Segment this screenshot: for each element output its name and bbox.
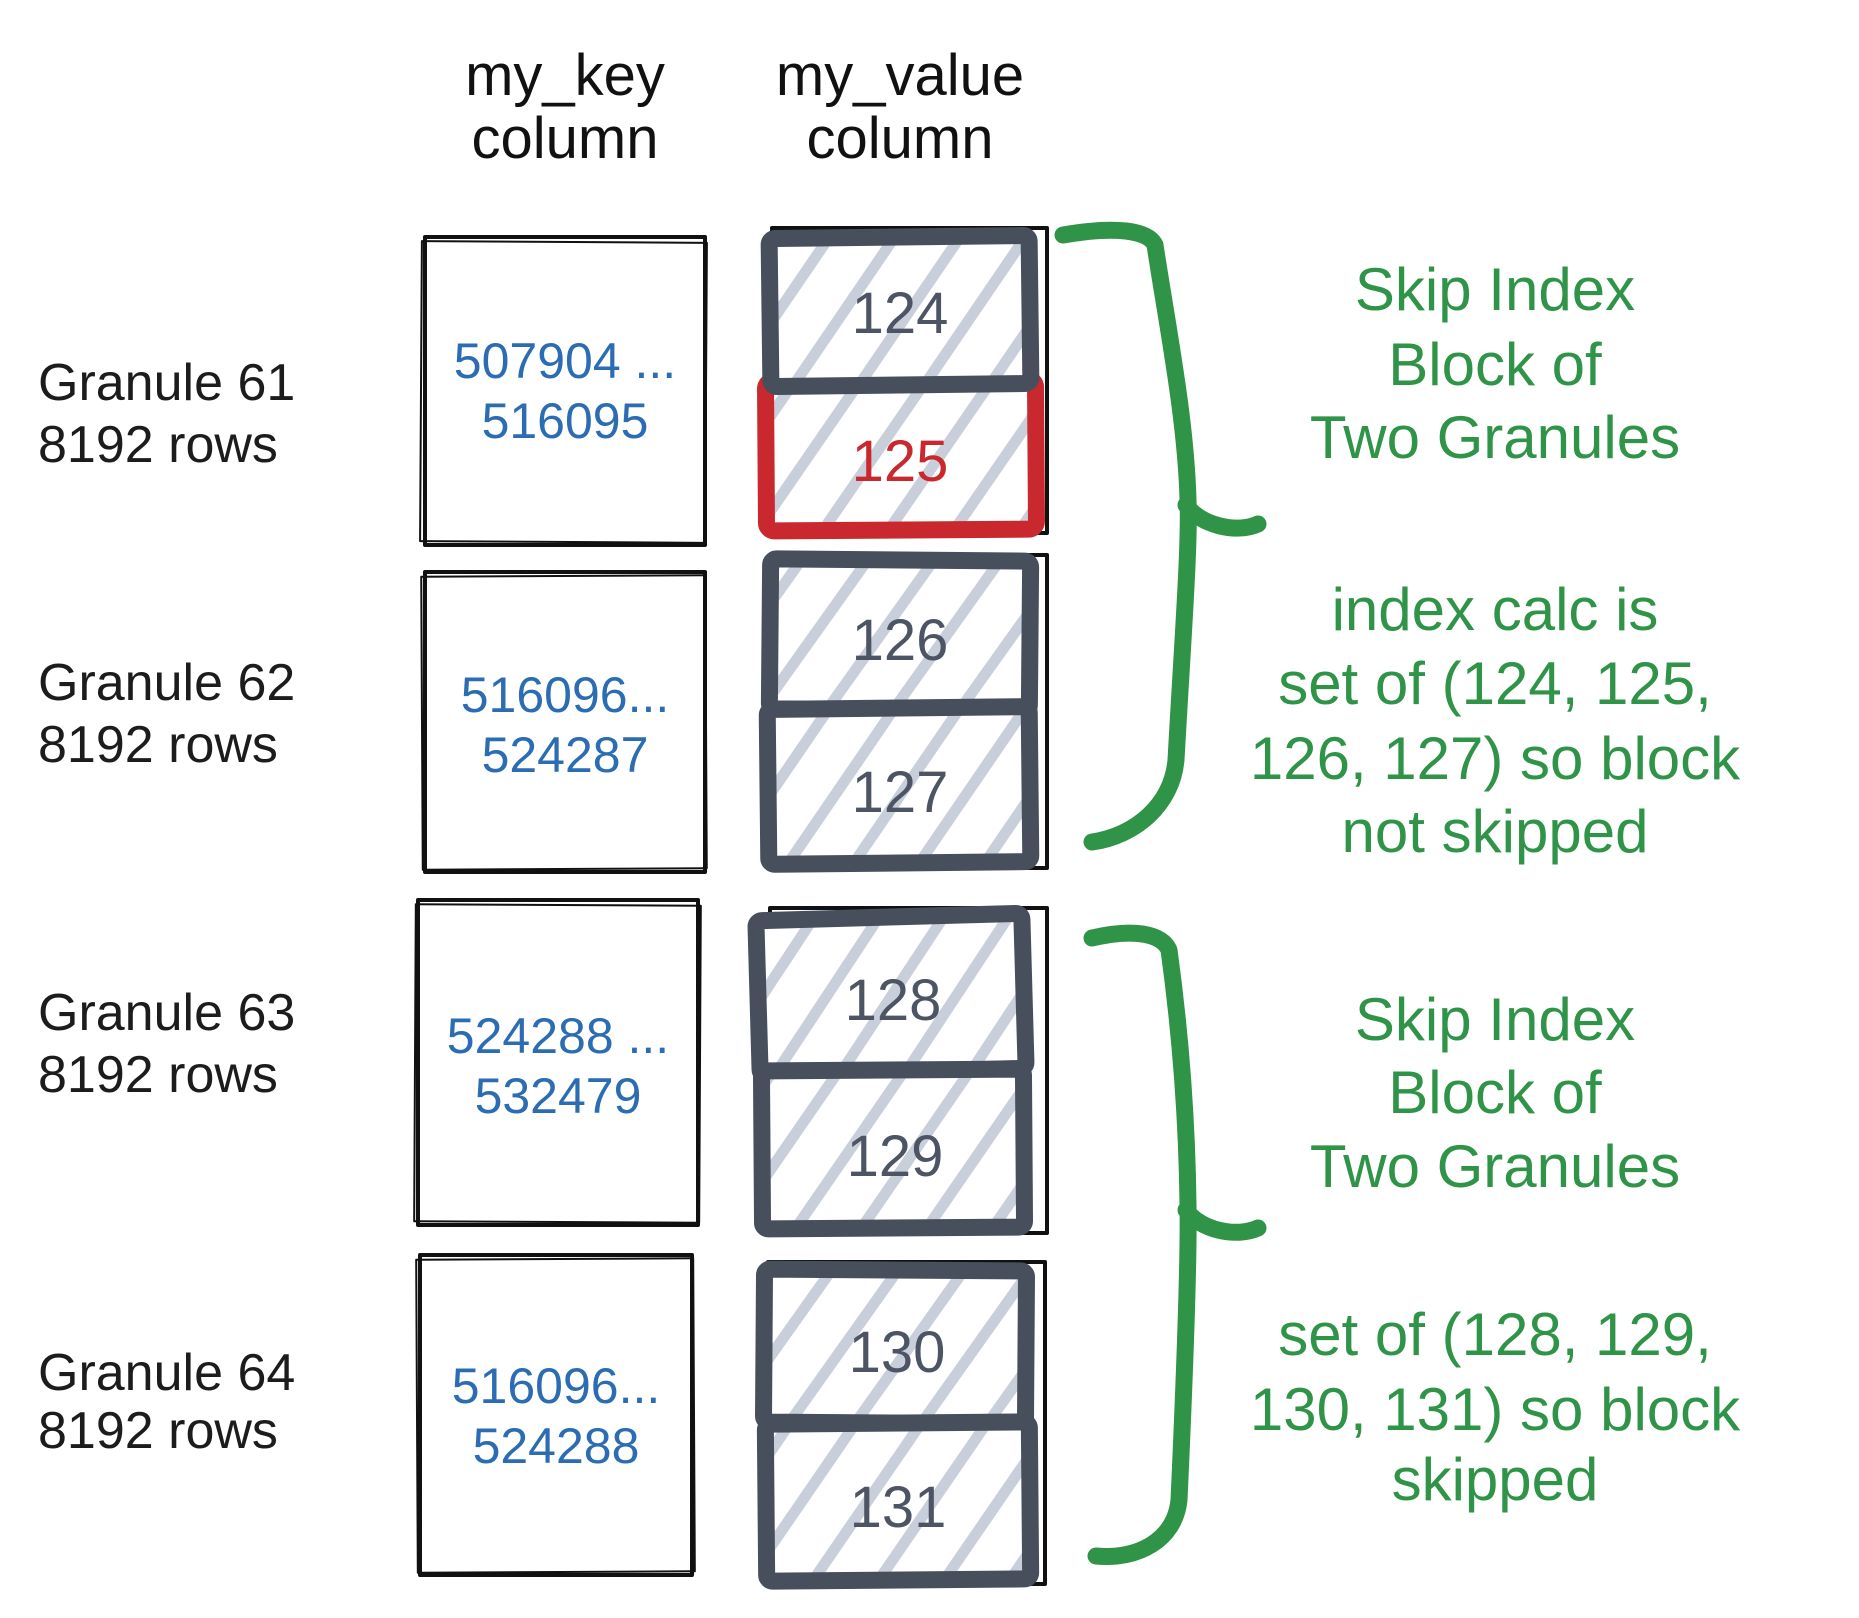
block-number: 127 <box>852 760 949 825</box>
annotation-line: Block of <box>1388 331 1602 398</box>
bottom-brace-note: set of (128, 129, 130, 131) so block ski… <box>1250 1301 1741 1513</box>
granule-name: Granule 64 <box>38 1344 295 1402</box>
granule-rows: 8192 rows <box>38 1046 278 1104</box>
granule-row-64: Granule 64 8192 rows 516096... 524288 13… <box>38 1253 1047 1590</box>
annotation-line: 126, 127) so block <box>1250 725 1741 792</box>
top-brace-note: index calc is set of (124, 125, 126, 127… <box>1250 576 1741 865</box>
key-range-max: 524287 <box>482 727 649 783</box>
value-block: 131 <box>756 1413 1040 1590</box>
value-block: 127 <box>758 698 1040 873</box>
bottom-brace-title: Skip Index Block of Two Granules <box>1310 986 1680 1200</box>
top-brace-title: Skip Index Block of Two Granules <box>1310 256 1680 471</box>
value-block: 128 <box>747 904 1035 1085</box>
key-box: 524288 ... 532479 <box>413 898 702 1227</box>
granule-name: Granule 61 <box>38 354 295 412</box>
value-block-highlighted: 125 <box>757 370 1045 540</box>
granule-name: Granule 62 <box>38 654 295 712</box>
annotation-line: Two Granules <box>1310 1133 1680 1200</box>
granule-row-62: Granule 62 8192 rows 516096... 524287 12… <box>38 550 1049 874</box>
annotation-line: 130, 131) so block <box>1250 1376 1741 1443</box>
top-skip-block-brace <box>1054 221 1267 851</box>
annotation-line: index calc is <box>1332 576 1659 643</box>
block-number: 124 <box>852 281 949 346</box>
brace-stroke <box>1083 924 1197 1565</box>
granule-rows: 8192 rows <box>38 416 278 474</box>
annotation-line: Block of <box>1388 1059 1602 1126</box>
granule-row-61: Granule 61 8192 rows 507904 ... 516095 1… <box>38 226 1049 547</box>
annotation-line: Two Granules <box>1310 404 1680 471</box>
key-range-max: 524288 <box>473 1418 640 1474</box>
block-number-highlighted: 125 <box>852 429 949 494</box>
value-column-header-line2: column <box>807 106 994 171</box>
block-number: 130 <box>849 1320 946 1385</box>
annotation-line: Skip Index <box>1355 986 1635 1053</box>
annotation-line: skipped <box>1392 1446 1599 1513</box>
key-column-header-line2: column <box>472 106 659 171</box>
block-number: 126 <box>852 608 949 673</box>
value-block: 129 <box>752 1060 1034 1238</box>
annotation-line: Skip Index <box>1355 256 1635 323</box>
brace-nub <box>1177 1201 1267 1241</box>
bottom-skip-block-brace <box>1083 924 1267 1565</box>
value-block: 124 <box>760 226 1040 396</box>
value-block: 126 <box>760 550 1040 720</box>
brace-stroke <box>1054 221 1197 851</box>
value-block: 130 <box>755 1260 1035 1433</box>
key-range-min: 524288 ... <box>447 1008 669 1064</box>
block-number: 131 <box>850 1475 947 1540</box>
block-number: 128 <box>845 968 942 1033</box>
value-column-header-line1: my_value <box>776 43 1024 108</box>
key-column-header-line1: my_key <box>465 43 665 108</box>
block-number: 129 <box>847 1124 944 1189</box>
annotation-line: set of (128, 129, <box>1278 1301 1712 1368</box>
key-box: 516096... 524287 <box>420 570 708 874</box>
key-range-min: 507904 ... <box>454 333 676 389</box>
key-range-min: 516096... <box>461 667 670 723</box>
key-range-max: 516095 <box>482 393 649 449</box>
key-range-max: 532479 <box>475 1068 642 1124</box>
granule-row-63: Granule 63 8192 rows 524288 ... 532479 1… <box>38 898 1049 1238</box>
brace-nub <box>1177 496 1267 537</box>
granule-rows: 8192 rows <box>38 716 278 774</box>
key-range-min: 516096... <box>452 1358 661 1414</box>
annotation-line: not skipped <box>1342 798 1649 865</box>
granule-name: Granule 63 <box>38 984 295 1042</box>
annotation-line: set of (124, 125, <box>1278 650 1712 717</box>
key-box: 516096... 524288 <box>415 1253 696 1577</box>
granule-rows: 8192 rows <box>38 1402 278 1460</box>
key-box: 507904 ... 516095 <box>419 235 708 547</box>
column-headers: my_key column my_value column <box>465 43 1024 171</box>
